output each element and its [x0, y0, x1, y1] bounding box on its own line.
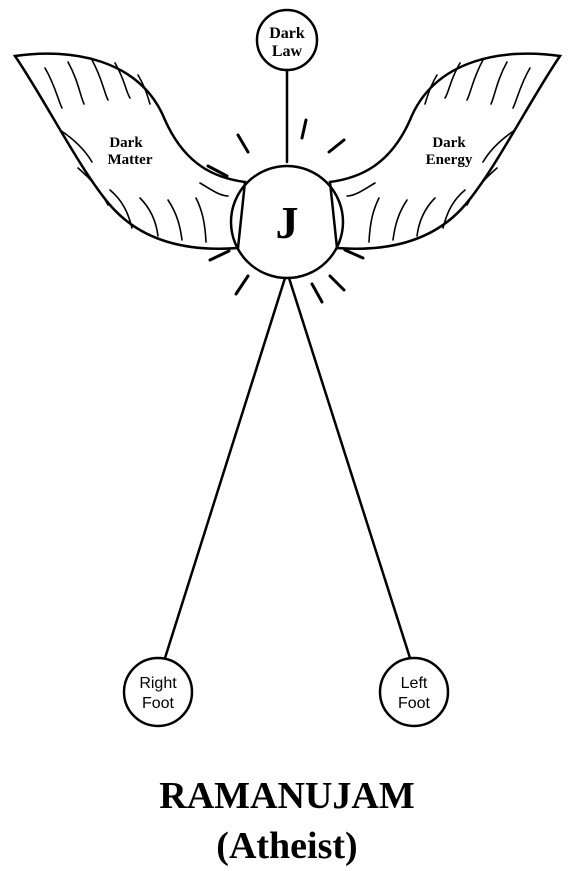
dark-law-label-line1: Dark — [269, 25, 305, 42]
right-wing-label-line1: Dark — [432, 135, 466, 151]
left-foot-node: Left Foot — [378, 656, 450, 728]
connector-lines — [163, 68, 412, 660]
right-foot-connector-line — [163, 276, 287, 660]
left-wing-feathers — [44, 59, 229, 243]
diagram-subtitle: (Atheist) — [216, 825, 357, 867]
left-wing: Dark Matter — [12, 52, 247, 250]
right-wing-feathers — [346, 59, 531, 243]
left-foot-label-line1: Left — [401, 675, 428, 692]
left-wing-label-line2: Matter — [108, 152, 153, 168]
left-foot-connector-line — [287, 276, 412, 660]
right-foot-label-line2: Foot — [142, 695, 175, 712]
left-wing-label-line1: Dark — [109, 135, 143, 151]
center-rays — [206, 118, 365, 304]
dark-law-node: Dark Law — [255, 8, 319, 72]
right-foot-node: Right Foot — [122, 656, 194, 728]
left-foot-label-line2: Foot — [398, 695, 431, 712]
diagram-title: RAMANUJAM — [159, 775, 414, 817]
center-j-node: J — [229, 164, 345, 280]
center-j-label: J — [276, 197, 299, 248]
right-foot-label-line1: Right — [139, 675, 177, 692]
right-wing: Dark Energy — [328, 52, 563, 250]
right-wing-label-line2: Energy — [426, 152, 473, 168]
dark-law-label-line2: Law — [272, 43, 303, 60]
